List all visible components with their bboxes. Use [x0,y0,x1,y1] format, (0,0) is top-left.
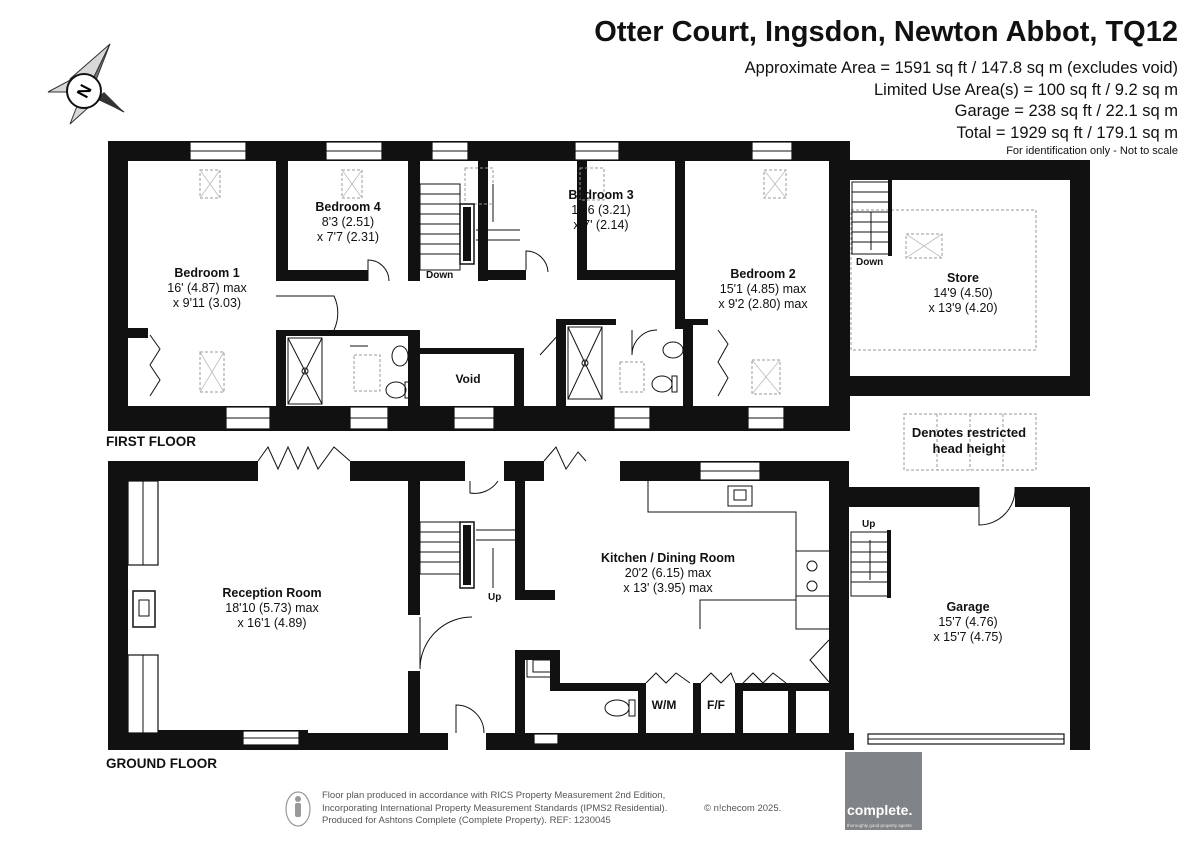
compass-icon: N [47,43,125,125]
room-bedroom-4: Bedroom 4 8'3 (2.51) x 7'7 (2.31) [315,200,380,245]
fridge-freezer-label: F/F [707,698,725,712]
copyright: © n!checom 2025. [704,803,782,814]
room-dimension: 15'1 (4.85) max [719,282,807,296]
legend-line: Denotes restricted [911,425,1027,440]
room-dimension: 20'2 (6.15) max [624,566,712,580]
room-name: Bedroom 3 [568,188,634,202]
total-area: Total = 1929 sq ft / 179.1 sq m [956,123,1178,142]
room-dimension: x 16'1 (4.89) [237,616,307,630]
room-bedroom-3: Bedroom 3 10'6 (3.21) x 7' (2.14) [568,188,633,233]
washing-machine-label: W/M [651,698,677,712]
scale-note: For identification only - Not to scale [1006,145,1178,157]
stairs-up-label: Up [488,592,502,603]
garage-stairs-up-label: Up [862,519,876,530]
limited-use-area: Limited Use Area(s) = 100 sq ft / 9.2 sq… [873,80,1178,99]
store-stairs-down-label: Down [856,257,884,268]
room-name: Bedroom 4 [315,200,381,214]
room-name: Bedroom 1 [174,266,240,280]
room-reception: Reception Room 18'10 (5.73) max x 16'1 (… [222,586,321,631]
room-dimension: 14'9 (4.50) [933,286,993,300]
garage-area: Garage = 238 sq ft / 22.1 sq m [954,102,1178,120]
room-dimension: x 7'7 (2.31) [316,230,380,244]
room-dimension: 16' (4.87) max [167,281,247,295]
room-dimension: x 9'11 (3.03) [172,296,242,310]
room-dimension: x 15'7 (4.75) [933,630,1003,644]
room-dimension: 10'6 (3.21) [571,203,631,217]
room-name: Kitchen / Dining Room [600,551,736,565]
logo-tagline: thoroughly good property agents [847,823,912,828]
approximate-area: Approximate Area = 1591 sq ft / 147.8 sq… [744,59,1178,77]
property-title: Otter Court, Ingsdon, Newton Abbot, TQ12 [594,16,1178,48]
area-summary: Approximate Area = 1591 sq ft / 147.8 sq… [745,58,1178,144]
room-garage: Garage 15'7 (4.76) x 15'7 (4.75) [933,600,1002,645]
room-dimension: 15'7 (4.76) [938,615,998,629]
room-dimension: x 7' (2.14) [573,218,629,232]
room-name: Bedroom 2 [730,267,796,281]
room-name: Reception Room [222,586,322,600]
person-scale-icon [285,791,311,827]
room-dimension: 8'3 (2.51) [321,215,375,229]
footer-note: Floor plan produced in accordance with R… [322,790,667,828]
room-dimension: x 9'2 (2.80) max [718,297,808,311]
complete-logo: complete. thoroughly good property agent… [845,752,922,830]
room-kitchen-dining: Kitchen / Dining Room 20'2 (6.15) max x … [601,551,735,596]
room-bedroom-1: Bedroom 1 16' (4.87) max x 9'11 (3.03) [167,266,247,311]
stairs-down-label: Down [426,270,454,281]
room-dimension: x 13' (3.95) max [623,581,713,595]
footer-line: Produced for Ashtons Complete (Complete … [322,815,611,826]
footer-line: Floor plan produced in accordance with R… [322,790,666,801]
room-store: Store 14'9 (4.50) x 13'9 (4.20) [928,271,997,316]
legend-line: head height [932,441,1006,456]
room-dimension: x 13'9 (4.20) [928,301,998,315]
footer-line: Incorporating International Property Mea… [322,802,668,814]
first-floor-label: FIRST FLOOR [106,434,196,449]
restricted-height-legend: Denotes restricted head height [902,425,1036,457]
room-name: Store [947,271,979,285]
room-dimension: 18'10 (5.73) max [225,601,319,615]
ground-floor-label: GROUND FLOOR [106,756,217,771]
room-name: Garage [946,600,990,614]
room-bedroom-2: Bedroom 2 15'1 (4.85) max x 9'2 (2.80) m… [718,267,807,312]
logo-brand: complete. [847,802,913,818]
void-label: Void [455,372,481,386]
